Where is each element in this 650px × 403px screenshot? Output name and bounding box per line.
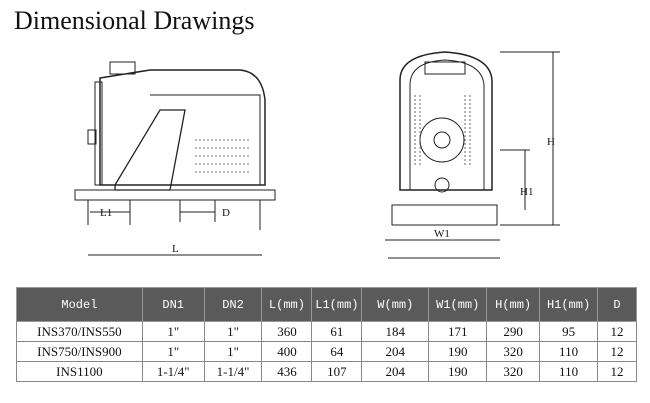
pump-front-view — [385, 51, 560, 259]
table-cell: 400 — [261, 341, 313, 362]
column-header: DN2 — [203, 287, 263, 322]
pump-side-view — [74, 61, 276, 256]
column-header: W1(mm) — [428, 287, 488, 322]
column-header: W(mm) — [361, 287, 430, 322]
column-header: Model — [16, 287, 143, 322]
table-cell: 12 — [597, 321, 637, 342]
table-cell: 1" — [141, 321, 205, 342]
table-cell: 204 — [361, 341, 430, 362]
table-cell: 360 — [261, 321, 313, 342]
column-header: L1(mm) — [311, 287, 363, 322]
table-cell: 320 — [486, 361, 541, 382]
table-cell: 12 — [597, 341, 637, 362]
dim-label-h1: H1 — [520, 186, 533, 198]
dim-label-l: L — [172, 243, 179, 255]
table-cell: 1" — [203, 341, 263, 362]
dimensional-drawings: L1 D L W1 H1 H — [74, 51, 560, 259]
column-header: H(mm) — [486, 287, 541, 322]
table-cell: INS1100 — [16, 361, 143, 382]
table-cell: 204 — [361, 361, 430, 382]
table-header-row: Model DN1 DN2 L(mm) L1(mm) W(mm) W1(mm) … — [16, 287, 637, 322]
table-cell: 107 — [311, 361, 363, 382]
dim-label-w1: W1 — [434, 228, 450, 240]
table-cell: 184 — [361, 321, 430, 342]
table-cell: 95 — [539, 321, 599, 342]
table-cell: 1" — [203, 321, 263, 342]
table-cell: 171 — [428, 321, 488, 342]
table-cell: 1-1/4" — [141, 361, 205, 382]
dim-label-l1: L1 — [100, 207, 112, 219]
table-cell: 64 — [311, 341, 363, 362]
column-header: L(mm) — [261, 287, 313, 322]
table-cell: 1-1/4" — [203, 361, 263, 382]
column-header: DN1 — [141, 287, 205, 322]
table-cell: INS370/INS550 — [16, 321, 143, 342]
dimensions-table: Model DN1 DN2 L(mm) L1(mm) W(mm) W1(mm) … — [16, 287, 637, 382]
page-title: Dimensional Drawings — [14, 6, 255, 35]
dim-label-h: H — [547, 136, 555, 148]
dim-label-d: D — [222, 207, 230, 219]
table-cell: 12 — [597, 361, 637, 382]
table-cell: 320 — [486, 341, 541, 362]
column-header: H1(mm) — [539, 287, 599, 322]
table-cell: 190 — [428, 341, 488, 362]
table-cell: 61 — [311, 321, 363, 342]
column-header: D — [597, 287, 637, 322]
table-cell: 110 — [539, 361, 599, 382]
table-cell: 290 — [486, 321, 541, 342]
table-cell: INS750/INS900 — [16, 341, 143, 362]
table-cell: 190 — [428, 361, 488, 382]
table-cell: 110 — [539, 341, 599, 362]
table-cell: 1" — [141, 341, 205, 362]
table-cell: 436 — [261, 361, 313, 382]
